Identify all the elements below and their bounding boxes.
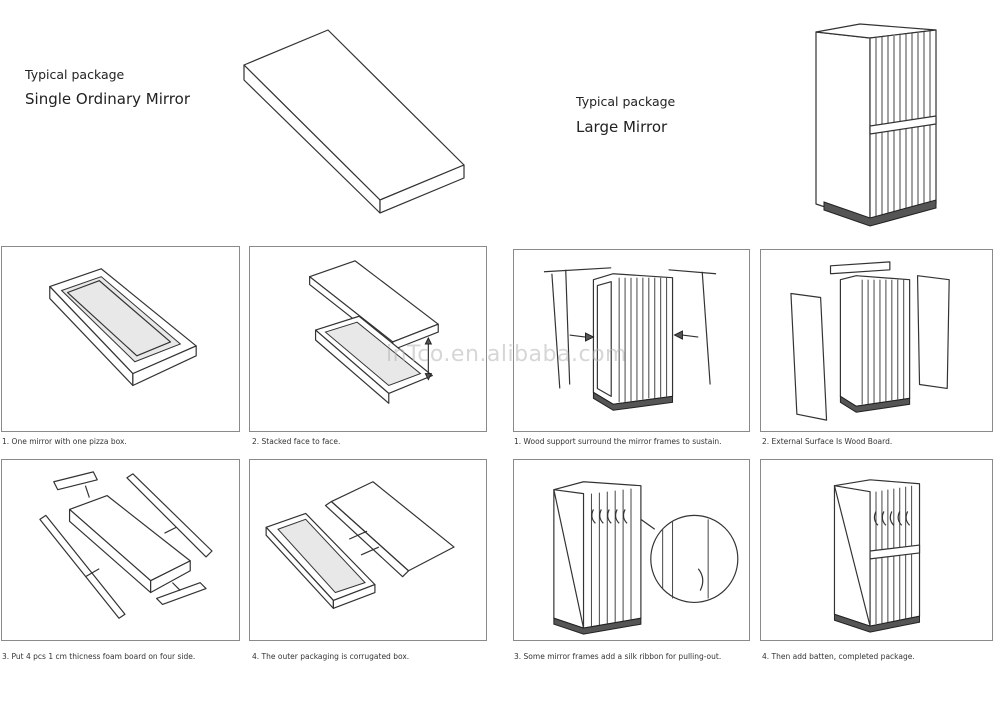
panel-single-step-2 [249, 246, 487, 432]
caption-single-2: 2. Stacked face to face. [252, 437, 341, 446]
single-title: Single Ordinary Mirror [25, 90, 190, 108]
caption-large-1: 1. Wood support surround the mirror fram… [514, 437, 722, 446]
crate-illustration [810, 22, 942, 227]
flat-box-icon [243, 29, 465, 214]
panel-large-step-1 [513, 249, 750, 432]
large-title: Large Mirror [576, 118, 668, 136]
caption-single-1: 1. One mirror with one pizza box. [2, 437, 127, 446]
panel-single-step-1 [1, 246, 240, 432]
panel-large-step-4 [760, 459, 993, 641]
flat-box-illustration [238, 25, 470, 220]
caption-large-4: 4. Then add batten, completed package. [762, 652, 915, 661]
single-typical-label: Typical package [25, 67, 125, 82]
mirror-crate-icon [815, 23, 937, 227]
caption-large-2: 2. External Surface Is Wood Board. [762, 437, 893, 446]
caption-single-4: 4. The outer packaging is corrugated box… [252, 652, 410, 661]
panel-single-step-4 [249, 459, 487, 641]
panel-large-step-3 [513, 459, 750, 641]
large-typical-label: Typical package [576, 94, 676, 109]
watermark: inTco.en.alibaba.com [386, 342, 627, 367]
panel-large-step-2 [760, 249, 993, 432]
caption-single-3: 3. Put 4 pcs 1 cm thicness foam board on… [2, 652, 196, 661]
panel-single-step-3 [1, 459, 240, 641]
caption-large-3: 3. Some mirror frames add a silk ribbon … [514, 652, 722, 661]
